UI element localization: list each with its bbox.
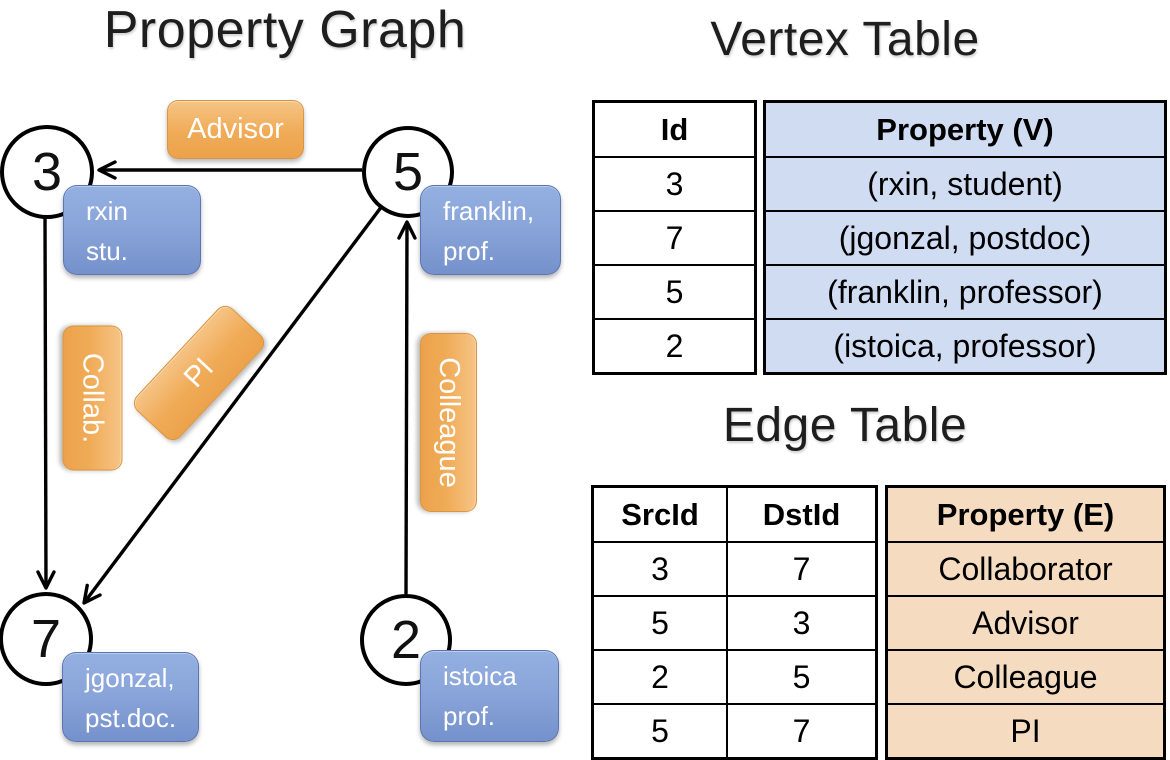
edge-table-src-cell: 5 bbox=[651, 712, 669, 749]
vertex-table-property-cell: (jgonzal, postdoc) bbox=[766, 210, 1164, 264]
edge-table-property-column: Property (E) Collaborator Advisor Collea… bbox=[885, 485, 1166, 760]
edge-table-row: 5 3 bbox=[594, 595, 875, 649]
edge-table-dst-cell: 7 bbox=[726, 705, 875, 757]
edge-table-row: 2 5 bbox=[594, 649, 875, 703]
vertex-node-2-id: 2 bbox=[390, 610, 422, 670]
edge-table-row: 5 7 bbox=[594, 703, 875, 757]
vertex-property-box-istoica: istoica prof. bbox=[420, 650, 559, 742]
vertex-property-box-rxin: rxin stu. bbox=[63, 185, 201, 275]
property-graph-title: Property Graph bbox=[103, 1, 467, 59]
vertex-table-header-property: Property (V) bbox=[876, 111, 1054, 147]
edge-label-advisor: Advisor bbox=[167, 100, 304, 159]
vertex-table-property-cell: (istoica, professor) bbox=[766, 318, 1164, 372]
edge-table-id-columns: SrcId DstId 3 7 5 3 2 5 5 7 bbox=[591, 485, 878, 760]
edge-table-dst-cell: 5 bbox=[726, 651, 875, 703]
edge-table-property-cell: Colleague bbox=[888, 649, 1163, 703]
vertex-table-id-cell: 2 bbox=[595, 318, 754, 372]
edge-table-src-cell: 3 bbox=[651, 550, 669, 587]
edge-table-src-cell: 5 bbox=[651, 604, 669, 641]
vertex-property-box-jgonzal: jgonzal, pst.doc. bbox=[62, 652, 199, 742]
edge-table-property-cell: Collaborator bbox=[888, 541, 1163, 595]
vertex-node-5-id: 5 bbox=[392, 142, 424, 202]
edge-pi-5-to-7 bbox=[82, 204, 384, 605]
vertex-property-box-franklin: franklin, prof. bbox=[420, 185, 561, 275]
vertex-table-id-cell: 5 bbox=[595, 264, 754, 318]
vertex-property-line: stu. bbox=[86, 236, 128, 266]
vertex-node-7-id: 7 bbox=[30, 609, 62, 669]
edge-colleague-2-to-5 bbox=[397, 220, 417, 595]
edge-table-header-property: Property (E) bbox=[936, 496, 1115, 532]
vertex-table-property-column: Property (V) (rxin, student) (jgonzal, p… bbox=[763, 100, 1167, 375]
vertex-table-header-id: Id bbox=[660, 111, 689, 147]
vertex-property-line: jgonzal, bbox=[85, 663, 175, 693]
vertex-property-line: rxin bbox=[86, 196, 128, 226]
vertex-table-id-cell: 7 bbox=[595, 210, 754, 264]
edge-table-header-row: SrcId DstId bbox=[594, 488, 875, 541]
edge-table-dst-cell: 7 bbox=[726, 543, 875, 595]
vertex-table-title: Vertex Table bbox=[710, 13, 980, 66]
edge-collab-3-to-7 bbox=[36, 215, 56, 590]
vertex-table-property-cell: (rxin, student) bbox=[766, 156, 1164, 210]
edge-label-collab: Collab. bbox=[62, 325, 123, 471]
edge-table-dst-cell: 3 bbox=[726, 597, 875, 649]
vertex-node-3-id: 3 bbox=[31, 142, 63, 202]
vertex-table-id-cell: 3 bbox=[595, 156, 754, 210]
edge-label-colleague: Colleague bbox=[420, 333, 477, 512]
vertex-table-property-cell: (franklin, professor) bbox=[766, 264, 1164, 318]
edge-table-src-cell: 2 bbox=[651, 658, 669, 695]
vertex-property-line: prof. bbox=[443, 236, 496, 266]
edge-table-row: 3 7 bbox=[594, 541, 875, 595]
vertex-property-line: istoica bbox=[443, 661, 517, 691]
edge-table-property-cell: PI bbox=[888, 703, 1163, 757]
vertex-property-line: prof. bbox=[443, 701, 496, 731]
edge-table-property-cell: Advisor bbox=[888, 595, 1163, 649]
vertex-property-line: franklin, bbox=[443, 196, 535, 226]
edge-table-header-srcid: SrcId bbox=[621, 496, 699, 532]
vertex-node-3: 3 bbox=[0, 125, 94, 219]
edge-table-title: Edge Table bbox=[722, 399, 968, 452]
vertex-property-line: pst.doc. bbox=[85, 703, 177, 733]
edge-table-header-dstid: DstId bbox=[726, 488, 875, 541]
vertex-table-id-column: Id 3 7 5 2 bbox=[592, 100, 757, 375]
